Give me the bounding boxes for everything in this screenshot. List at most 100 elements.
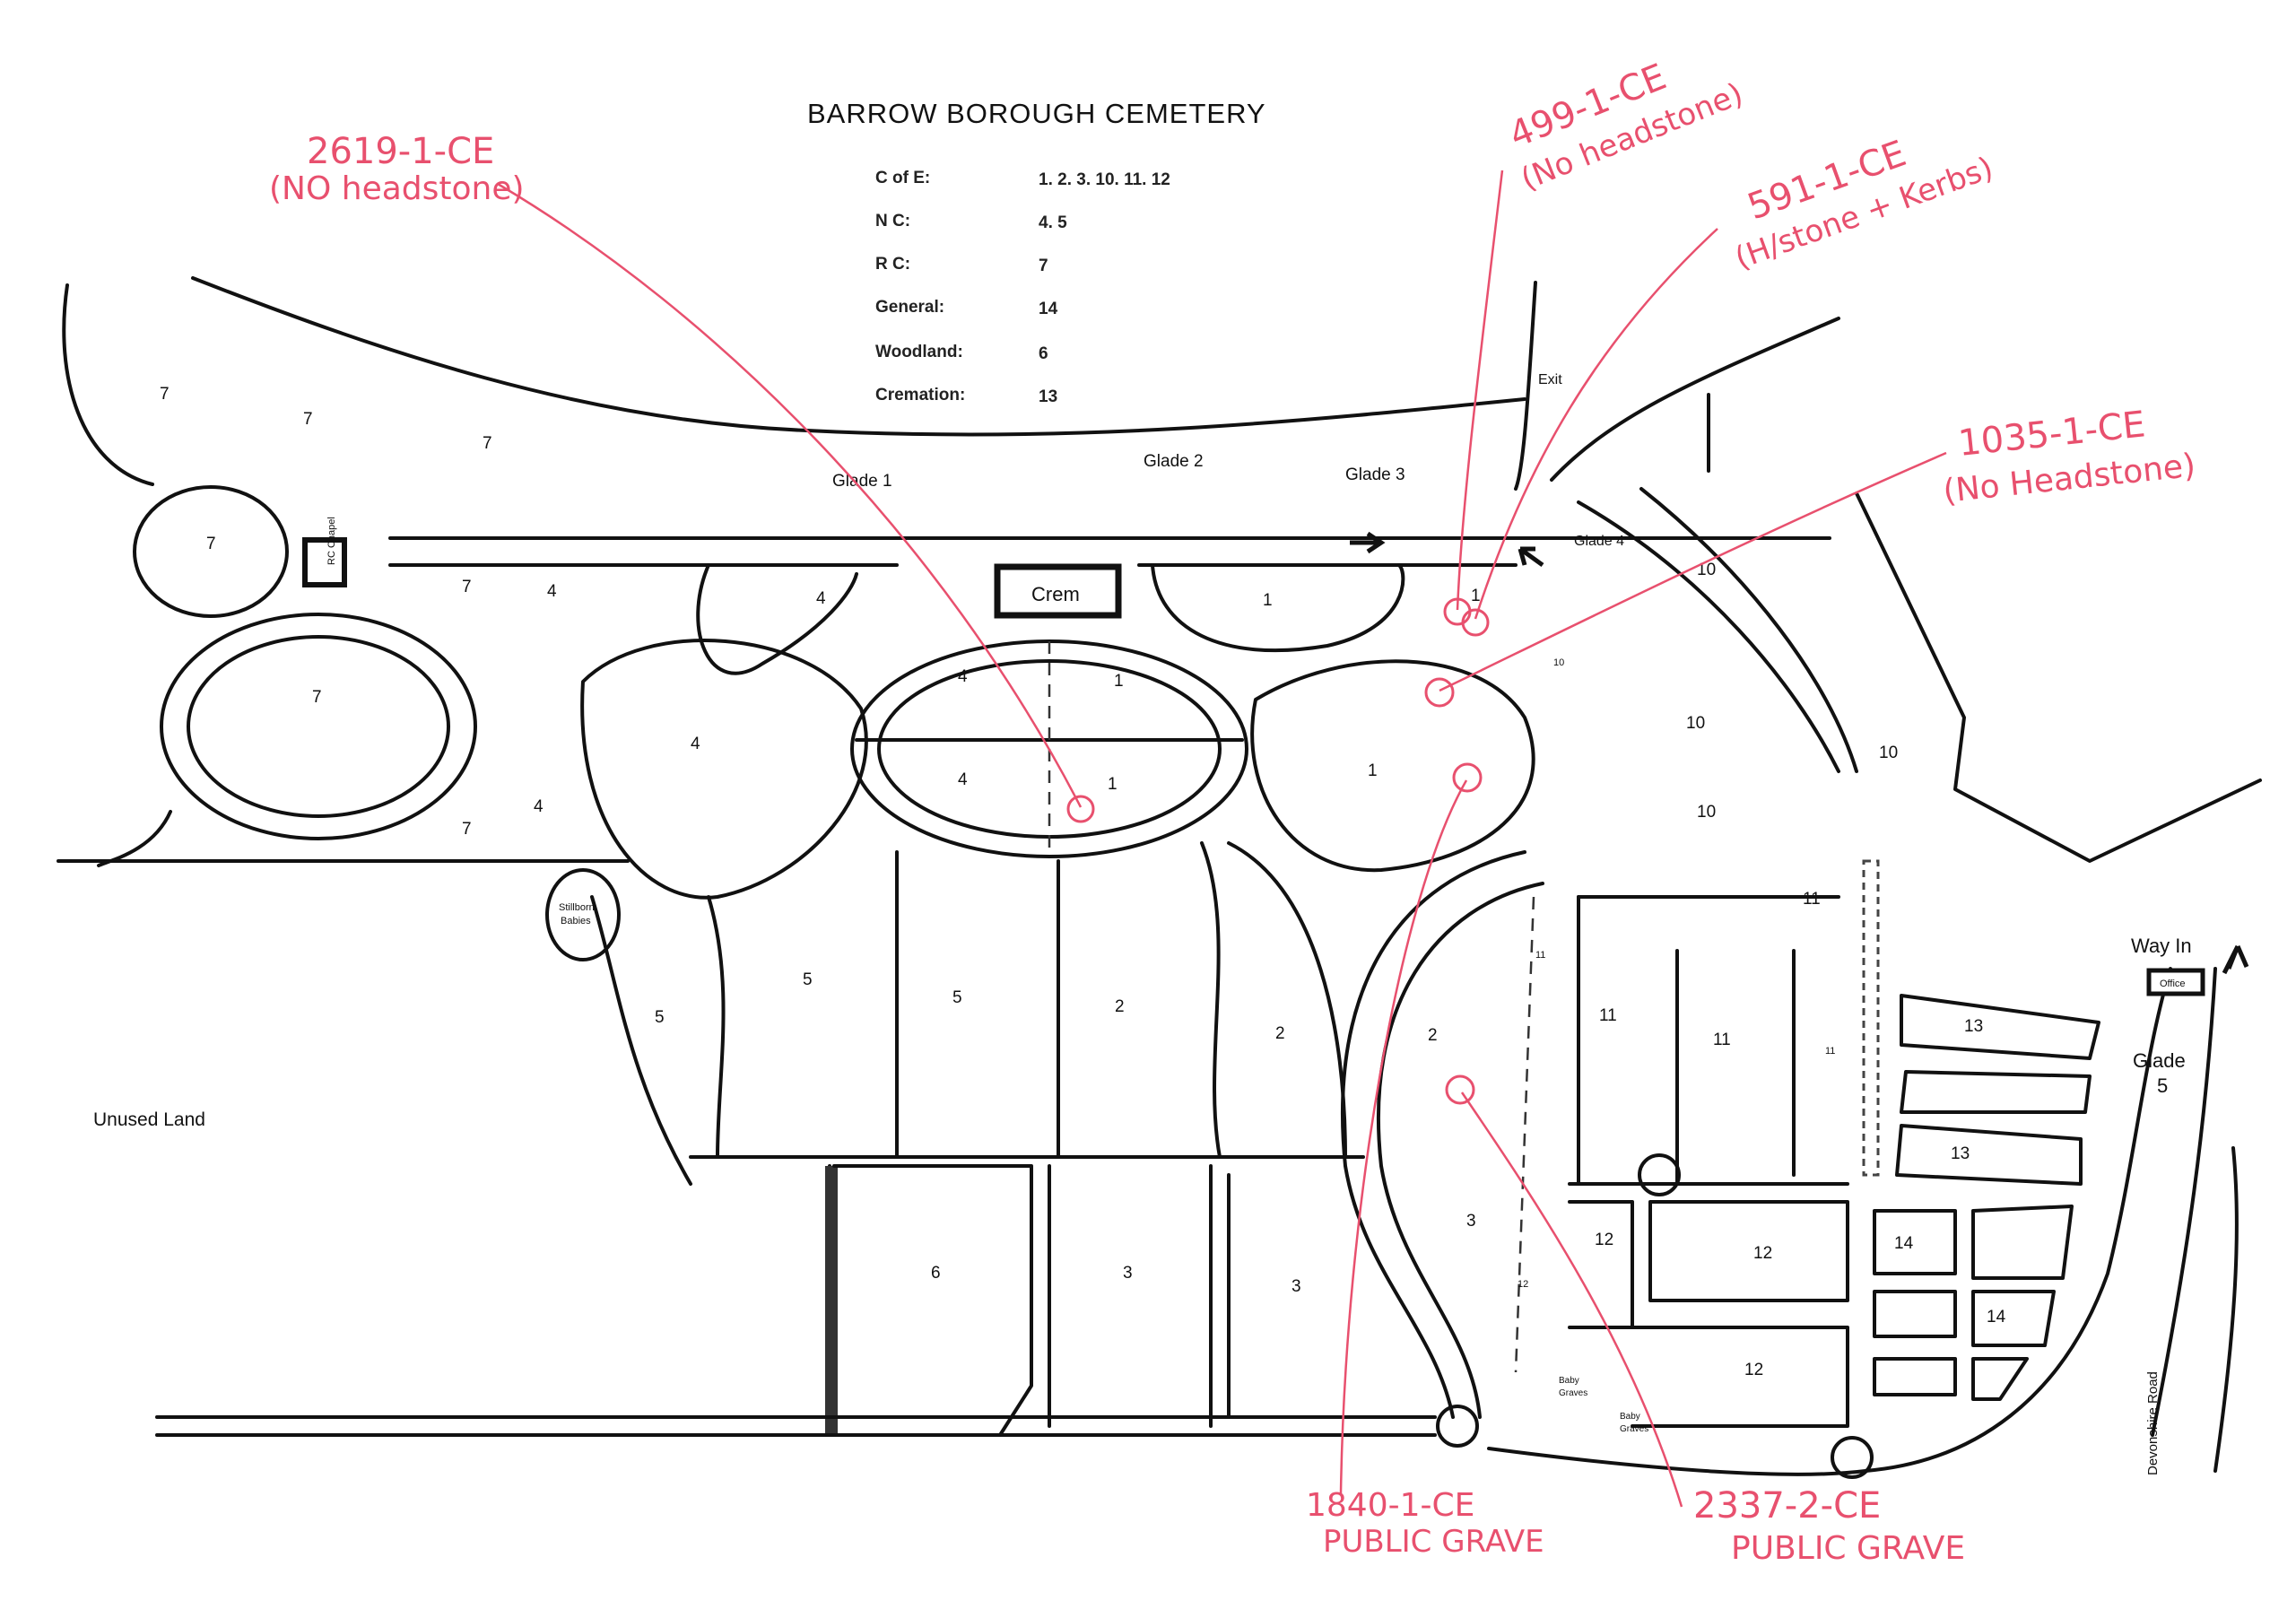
- legend-key: C of E:: [875, 169, 930, 187]
- section5-west-petal: [707, 859, 899, 1159]
- legend-key: Cremation:: [875, 386, 965, 404]
- west-oval-inner: [187, 635, 450, 818]
- rc-loop: [133, 485, 289, 618]
- section1-lobe: [1250, 659, 1535, 873]
- section-number: 14: [1987, 1308, 2006, 1327]
- section13-plot-3: [1895, 1124, 2083, 1186]
- exit-road-east-edge: [1550, 317, 1840, 482]
- grave-marker-icon: [1461, 608, 1490, 637]
- section-number: 5: [655, 1008, 665, 1027]
- annotation-grave-ref: 2337-2-CE: [1693, 1485, 1881, 1527]
- east-curved-road: [1341, 850, 1526, 1419]
- legend-value: 6: [1039, 344, 1048, 363]
- legend-value: 14: [1039, 300, 1058, 318]
- map-title: BARROW BOROUGH CEMETERY: [807, 98, 1266, 129]
- place-labels: Glade 1 Glade 2 Glade 3 Glade 4 Glade 5 …: [93, 372, 2192, 1475]
- grave-annotations: 2619-1-CE (NO headstone) 499-1-CE (No he…: [269, 57, 2197, 1567]
- section-number: 7: [462, 578, 472, 596]
- annotation-note: PUBLIC GRAVE: [1323, 1524, 1544, 1560]
- section4-top-bay: [696, 563, 858, 675]
- baby-graves-label: Baby: [1620, 1412, 1640, 1422]
- section-number: 12: [1518, 1279, 1528, 1290]
- section-number: 2: [1428, 1026, 1438, 1045]
- section-number: 11: [1825, 1046, 1835, 1057]
- crem-label: Crem: [1031, 583, 1080, 605]
- roundabout: [1831, 1436, 1874, 1479]
- rc-chapel: RC Chapel: [302, 517, 347, 587]
- section5-outer: [590, 895, 692, 1186]
- grave-marker-icon: [1452, 762, 1483, 793]
- section-number: 10: [1553, 657, 1564, 668]
- section13-plot-2: [1900, 1070, 2092, 1114]
- annotation-leader-line: [1339, 779, 1468, 1494]
- section-number: 12: [1744, 1361, 1763, 1379]
- section-number: 4: [816, 589, 826, 608]
- roundabout: [1638, 1153, 1681, 1196]
- section-number: 10: [1697, 561, 1716, 579]
- devonshire-road-label: Devonshire Road: [2145, 1371, 2161, 1475]
- crematorium: Crem: [994, 563, 1122, 619]
- baby-graves-label-2: Graves: [1620, 1424, 1648, 1434]
- baby-graves-label-2: Graves: [1559, 1388, 1587, 1398]
- section-number: 2: [1115, 997, 1125, 1016]
- section1-top-bay: [1151, 563, 1405, 653]
- grave-marker-icon: [1424, 677, 1455, 708]
- east-boundary: [1855, 491, 2262, 863]
- devonshire-road-west-edge: [2151, 967, 2217, 1437]
- glade4-road-inner: [1577, 500, 1840, 773]
- section-number: 3: [1466, 1212, 1476, 1231]
- annotation-grave-ref: 1840-1-CE: [1306, 1487, 1474, 1524]
- section14-plot-2: [1971, 1205, 2074, 1280]
- one-way-arrow-icon: [1518, 546, 1544, 568]
- annotation-leader-line: [1456, 170, 1504, 611]
- crem-building: [994, 563, 1122, 619]
- section-number: 3: [1123, 1264, 1133, 1283]
- section14-plot-5: [1873, 1357, 1957, 1396]
- section2-petal-west: [1200, 841, 1222, 1159]
- section-number: 7: [160, 385, 170, 404]
- rc-chapel-building: [302, 537, 347, 587]
- section-number: 3: [1292, 1277, 1301, 1296]
- section-number: 4: [958, 667, 968, 686]
- annotation-leader-line: [1474, 228, 1718, 620]
- section-number: 6: [931, 1264, 941, 1283]
- section-number: 12: [1753, 1244, 1772, 1263]
- glade2-label: Glade 2: [1144, 452, 1204, 471]
- section-number: 4: [691, 735, 700, 753]
- section12-plot-south: [1631, 1326, 1849, 1428]
- western-boundary: [62, 283, 154, 486]
- section-number: 10: [1879, 744, 1898, 762]
- glade4-road: [1639, 487, 1858, 773]
- legend: C of E: 1. 2. 3. 10. 11. 12 N C: 4. 5 R …: [875, 169, 1170, 406]
- one-way-arrow-icon: [1350, 531, 1386, 554]
- section-number: 10: [1697, 803, 1716, 822]
- section-number: 5: [803, 970, 813, 989]
- section-number: 1: [1108, 775, 1118, 794]
- section-number: 7: [312, 688, 322, 707]
- section-numbers: 7 7 7 7 7 7 7 4 4 4 4 4 4 1 1 1 1 1 5 5 …: [160, 385, 2006, 1379]
- east-curved-road-inner: [1376, 882, 1544, 1419]
- devonshire-road-east-edge: [2213, 1146, 2239, 1473]
- stillborn-babies-plot: [545, 868, 621, 961]
- section-number: 11: [1535, 950, 1545, 961]
- east-dashed-line: [1514, 896, 1535, 1373]
- glade5-label: Glade: [2133, 1049, 2186, 1072]
- section12-plot-east: [1648, 1200, 1849, 1302]
- section14-plot-1: [1873, 1209, 1957, 1275]
- section-number: 5: [952, 988, 962, 1007]
- section-number: 1: [1263, 591, 1273, 610]
- section12-plot-west: [1568, 1200, 1634, 1329]
- annotation-leader-line: [1460, 1092, 1683, 1508]
- section-number: 2: [1275, 1024, 1285, 1043]
- legend-value: 13: [1039, 387, 1057, 406]
- glade4-label: Glade 4: [1574, 534, 1624, 549]
- section4-lobe: [580, 639, 868, 900]
- section-number: 7: [206, 535, 216, 553]
- annotation-note: (NO headstone): [269, 170, 525, 207]
- annotation-leader-line: [497, 182, 1083, 808]
- rc-chapel-label: RC Chapel: [326, 517, 337, 565]
- woodland-hedge: [825, 1166, 838, 1435]
- way-in-label: Way In: [2131, 935, 2192, 957]
- section-number: 4: [534, 797, 544, 816]
